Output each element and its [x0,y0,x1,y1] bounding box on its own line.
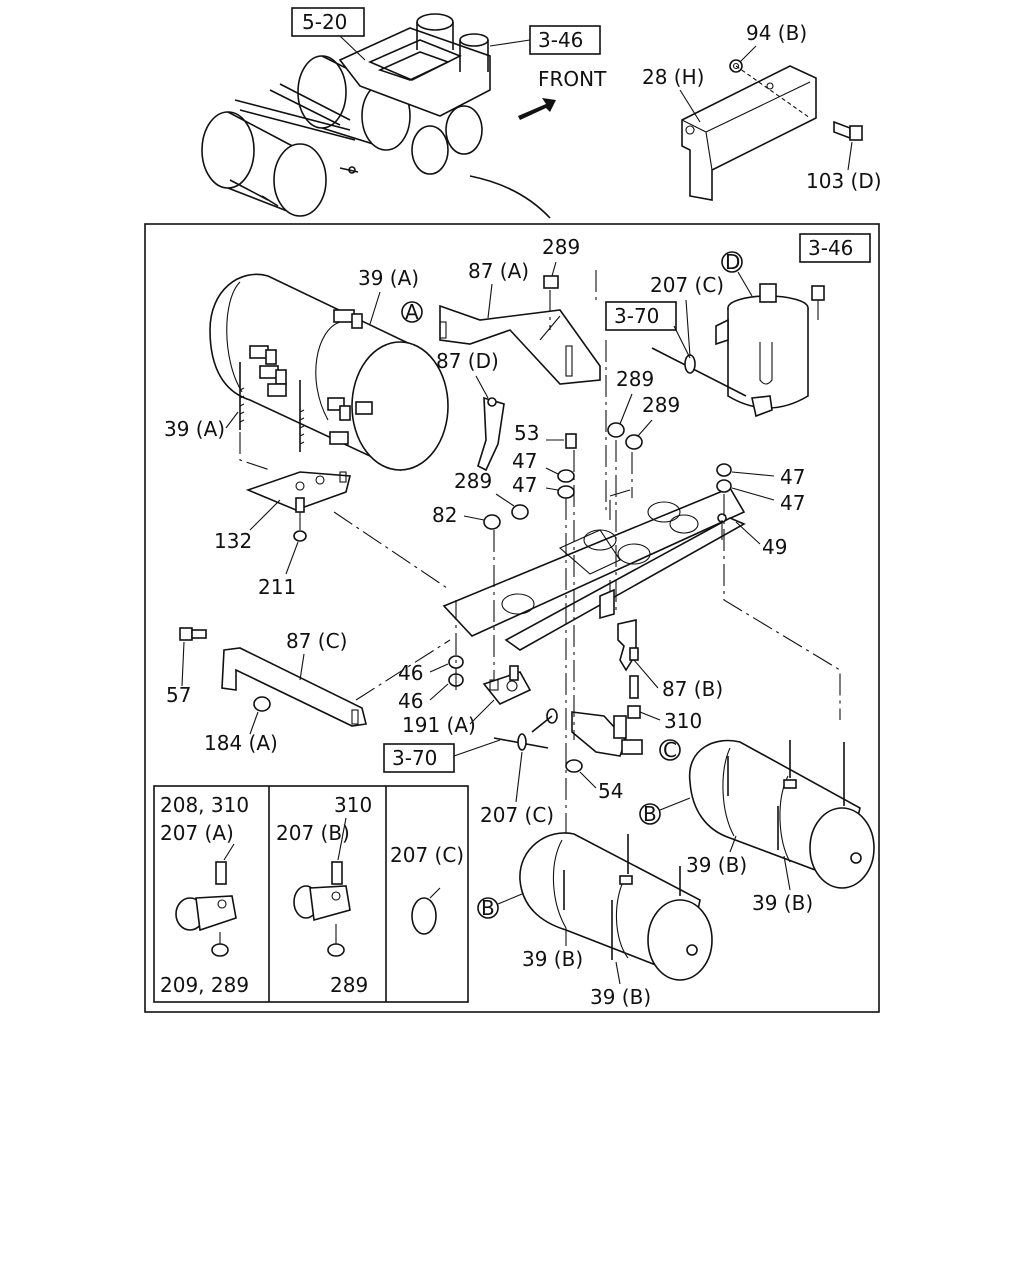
bracket-87b [617,619,639,699]
label-211: 211 [258,575,296,599]
detail-panels: 208, 310 207 (A) 209, 289 310 207 (B) 28… [153,785,469,1003]
label-289-d: 289 [454,469,492,493]
label-207c-detail: 207 (C) [390,843,464,867]
ref-label-3-46-overview: 3-46 [538,28,583,52]
label-47-a: 47 [512,449,537,473]
label-39b-a: 39 (B) [686,853,747,877]
ref-label-3-46-main: 3-46 [808,236,853,260]
valve-assembly-c [531,708,643,773]
label-82: 82 [432,503,457,527]
label-39b-b: 39 (B) [752,891,813,915]
label-87d: 87 (D) [436,349,499,373]
ref-label-5-20-overview: 5-20 [302,10,347,34]
bracket-132 [245,471,352,542]
label-184a: 184 (A) [204,731,278,755]
tank-39a [209,273,449,472]
label-207a: 207 (A) [160,821,234,845]
inset-bracket: 94 (B) 28 (H) 103 (D) [642,21,882,201]
label-209-289: 209, 289 [160,973,249,997]
label-28h: 28 (H) [642,65,704,89]
circle-marker-b-left: B [477,893,523,920]
tank-39b-left [519,832,713,981]
ref-label-3-70-lower: 3-70 [392,746,437,770]
svg-text:B: B [481,896,495,920]
overview-assembly: 5-20 3-46 FRONT [201,7,607,219]
ref-box-3-70-lower [383,743,455,773]
label-39a-left: 39 (A) [164,417,225,441]
label-46-b: 46 [398,689,423,713]
filter-d [651,283,825,418]
ref-box-3-70-upper [605,301,677,331]
bracket-87a [439,304,601,385]
ref-label-3-70-upper: 3-70 [614,304,659,328]
label-87b: 87 (B) [662,677,723,701]
label-49: 49 [762,535,787,559]
label-54: 54 [598,779,623,803]
label-208-310: 208, 310 [160,793,249,817]
label-289-c: 289 [642,393,680,417]
label-39b-c: 39 (B) [522,947,583,971]
svg-text:B: B [643,802,657,826]
label-207b: 207 (B) [276,821,350,845]
label-94b: 94 (B) [746,21,807,45]
label-207c-lower: 207 (C) [480,803,554,827]
bracket-87d [477,396,505,472]
label-46-a: 46 [398,661,423,685]
bracket-87c [221,647,367,727]
tank-39b-right [688,739,875,889]
ref-box-3-46-main [799,233,871,263]
svg-text:D: D [725,250,740,274]
main-assembly: 3-46 3-70 3-70 A D C B B [164,233,875,1009]
circle-marker-b-right: B [639,797,691,826]
label-47-c: 47 [780,465,805,489]
label-310: 310 [664,709,702,733]
label-39b-d: 39 (B) [590,985,651,1009]
label-47-b: 47 [512,473,537,497]
label-191a: 191 (A) [402,713,476,737]
ref-box-5-20-overview [291,7,365,37]
label-53: 53 [514,421,539,445]
label-103d: 103 (D) [806,169,882,193]
label-310-detail: 310 [334,793,372,817]
front-label: FRONT [538,67,607,91]
detail-panel-2: 310 207 (B) 289 [276,793,372,997]
circle-marker-a: A [401,300,423,324]
label-47-d: 47 [780,491,805,515]
tube-207c-lower [493,733,549,751]
circle-marker-c: C [659,738,681,762]
label-289-a: 289 [542,235,580,259]
circle-marker-d: D [721,250,753,297]
svg-text:C: C [663,738,677,762]
label-87a: 87 (A) [468,259,529,283]
zoom-pointer-arrow [469,175,551,219]
label-289-detail: 289 [330,973,368,997]
label-207c-upper: 207 (C) [650,273,724,297]
svg-text:A: A [405,300,419,324]
label-289-b: 289 [616,367,654,391]
label-87c: 87 (C) [286,629,347,653]
label-132: 132 [214,529,252,553]
detail-panel-3: 207 (C) [390,843,464,935]
part-labels: 289 39 (A) 87 (A) 207 (C) 87 (D) 39 (A) … [164,235,813,1009]
detail-panel-1: 208, 310 207 (A) 209, 289 [160,793,249,997]
label-57: 57 [166,683,191,707]
label-39a-top: 39 (A) [358,266,419,290]
front-arrow-icon [518,98,556,120]
